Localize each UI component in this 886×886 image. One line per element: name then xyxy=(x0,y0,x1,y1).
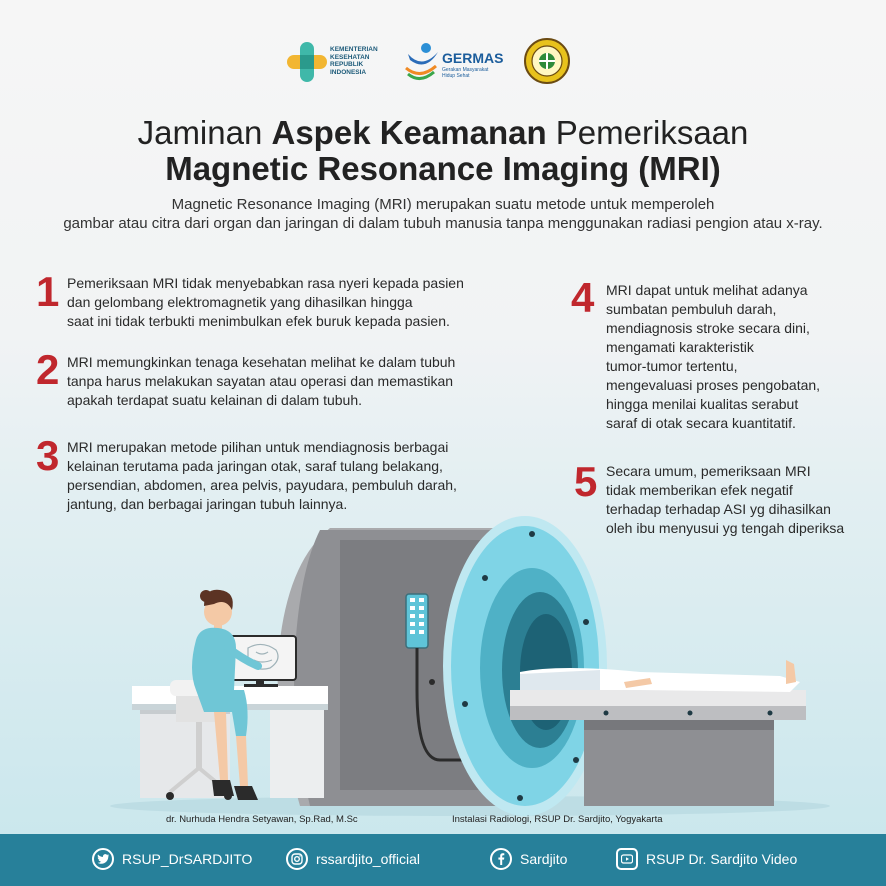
point-2-number: 2 xyxy=(36,346,60,393)
instagram-icon xyxy=(286,848,308,870)
youtube-link[interactable]: RSUP Dr. Sardjito Video xyxy=(616,848,797,870)
facebook-icon xyxy=(490,848,512,870)
page-title-line2: Magnetic Resonance Imaging (MRI) xyxy=(165,150,721,187)
hospital-seal-logo xyxy=(524,38,570,84)
germas-logo: GERMAS Gerakan Masyarakat Hidup Sehat xyxy=(404,40,504,84)
intro-text: Magnetic Resonance Imaging (MRI) merupak… xyxy=(63,196,823,232)
seal-icon xyxy=(524,38,570,84)
mri-illustration xyxy=(110,516,830,816)
point-5-number: 5 xyxy=(574,458,598,505)
page-title-line1: Jaminan Aspek Keamanan Pemeriksaan xyxy=(137,114,749,151)
instagram-handle: rssardjito_official xyxy=(316,851,421,867)
twitter-icon xyxy=(92,848,114,870)
point-3-number: 3 xyxy=(36,432,60,479)
institution-credit: Instalasi Radiologi, RSUP Dr. Sardjito, … xyxy=(452,814,663,825)
kemenkes-logo: KEMENTERIAN KESEHATAN REPUBLIK INDONESIA xyxy=(286,40,396,84)
point-3-text: MRI merupakan metode pilihan untuk mendi… xyxy=(67,439,457,512)
germas-tagline: Gerakan Masyarakat Hidup Sehat xyxy=(442,67,489,79)
point-4-number: 4 xyxy=(571,274,595,321)
instagram-link[interactable]: rssardjito_official xyxy=(286,848,420,870)
twitter-link[interactable]: RSUP_DrSARDJITO xyxy=(92,848,252,870)
twitter-handle: RSUP_DrSARDJITO xyxy=(122,851,253,867)
point-1-text: Pemeriksaan MRI tidak menyebabkan rasa n… xyxy=(67,275,464,329)
germas-name: GERMAS xyxy=(442,50,504,66)
facebook-link[interactable]: Sardjito xyxy=(490,848,567,870)
point-2-text: MRI memungkinkan tenaga kesehatan meliha… xyxy=(67,354,456,408)
footer-social-bar: RSUP_DrSARDJITO rssardjito_official Sard… xyxy=(0,834,886,886)
kemenkes-cross-icon xyxy=(287,42,327,82)
facebook-handle: Sardjito xyxy=(520,851,568,867)
kemenkes-text: KEMENTERIAN KESEHATAN REPUBLIK INDONESIA xyxy=(330,46,378,76)
author-credit: dr. Nurhuda Hendra Setyawan, Sp.Rad, M.S… xyxy=(166,814,358,825)
youtube-handle: RSUP Dr. Sardjito Video xyxy=(646,851,798,867)
youtube-icon xyxy=(616,848,638,870)
germas-figure-icon xyxy=(405,43,438,80)
point-1-number: 1 xyxy=(36,268,60,315)
